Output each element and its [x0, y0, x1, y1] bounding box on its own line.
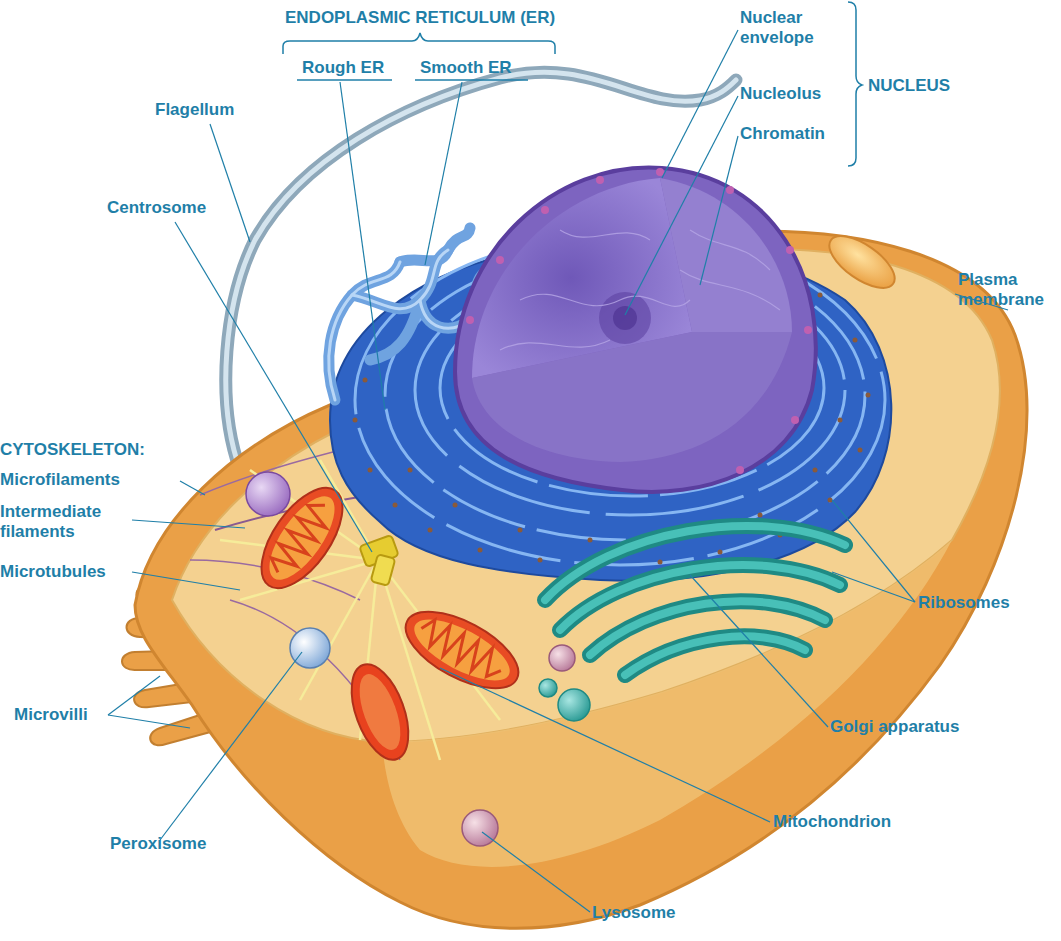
part-label: CYTOSKELETON:	[0, 440, 145, 460]
peroxisome	[290, 628, 330, 668]
part-label: Nucleolus	[740, 84, 821, 104]
part-label: Intermediate filaments	[0, 502, 135, 542]
part-label: Rough ER	[302, 58, 384, 78]
part-label: Nuclear envelope	[740, 8, 840, 48]
part-label: Lysosome	[592, 903, 675, 923]
part-label: ENDOPLASMIC RETICULUM (ER)	[285, 8, 555, 28]
part-label: Smooth ER	[420, 58, 512, 78]
vesicle	[539, 679, 557, 697]
part-label: NUCLEUS	[868, 76, 950, 96]
part-label: Golgi apparatus	[830, 717, 959, 737]
mitochondrion	[340, 657, 419, 767]
leader-line	[108, 30, 1008, 912]
cell-interior-shade	[382, 540, 952, 867]
mitochondrion	[394, 596, 530, 704]
part-label: Microtubules	[0, 562, 106, 582]
bracket	[283, 2, 862, 166]
part-label: Centrosome	[107, 198, 206, 218]
part-label: Microvilli	[14, 705, 88, 725]
part-label: Ribosomes	[918, 593, 1010, 613]
lysosome	[462, 810, 498, 846]
part-label: Flagellum	[155, 100, 234, 120]
part-label: Microfilaments	[0, 470, 120, 490]
vesicle	[558, 689, 590, 721]
nucleus	[455, 168, 816, 492]
part-label: Mitochondrion	[773, 812, 891, 832]
centrosome	[359, 535, 398, 586]
part-label: Chromatin	[740, 124, 825, 144]
part-label: Peroxisome	[110, 834, 206, 854]
vesicle	[246, 472, 290, 516]
part-label: Plasma membrane	[958, 270, 1061, 310]
vesicle	[549, 645, 575, 671]
golgi-apparatus	[545, 526, 845, 675]
vesicle	[821, 226, 903, 297]
